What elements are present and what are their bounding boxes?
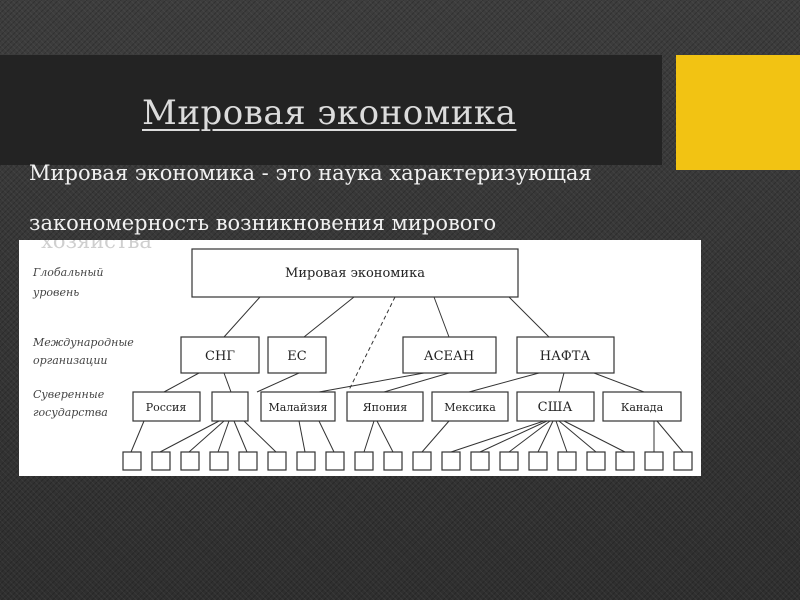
body-line-3-clipped: хозяйства <box>41 240 152 253</box>
leaf-edges <box>130 420 684 453</box>
leaf-square <box>557 451 577 471</box>
level-label-global-2: уровень <box>32 286 79 299</box>
edge-cis-blank <box>223 372 232 393</box>
leaf-square <box>325 451 345 471</box>
org-label-eu: ЕС <box>287 349 306 364</box>
leaf-square <box>122 451 142 471</box>
leaf-square <box>151 451 171 471</box>
leaf-squares <box>122 451 693 471</box>
country-box-usa <box>516 391 595 422</box>
slide-title: Мировая экономика <box>142 93 517 133</box>
country-box-canada <box>602 391 682 422</box>
edge-asean-malaysia <box>318 372 425 393</box>
org-box-cis <box>180 336 260 374</box>
leaf-square <box>528 451 548 471</box>
edge-root-nafta <box>508 296 550 338</box>
org-box-eu <box>267 336 327 374</box>
edge-nafta-canada <box>593 372 645 393</box>
body-line-1: Мировая экономика - это наука характериз… <box>29 161 592 185</box>
country-box-mexico <box>431 391 509 422</box>
leaf-square <box>296 451 316 471</box>
edge-cis-russia <box>163 372 200 393</box>
org-box-nafta <box>516 336 615 374</box>
org-label-asean: АСЕАН <box>424 349 474 364</box>
country-label-japan: Япония <box>363 401 408 414</box>
level-label-sovereign-2: государства <box>33 406 108 419</box>
leaf-square <box>441 451 461 471</box>
country-label-mexico: Мексика <box>444 401 496 414</box>
leaf-square <box>180 451 200 471</box>
leaf-square <box>673 451 693 471</box>
leaf-square <box>644 451 664 471</box>
leaf-square <box>354 451 374 471</box>
diagram-svg: хозяйства Глобальный уровень Международн… <box>32 240 693 471</box>
hierarchy-diagram: хозяйства Глобальный уровень Международн… <box>19 240 701 476</box>
edge-root-cis <box>223 296 261 338</box>
leaf-square <box>267 451 287 471</box>
leaf-square <box>615 451 635 471</box>
country-box-malaysia <box>260 391 336 422</box>
edge-nafta-mexico <box>468 372 540 393</box>
root-box <box>191 248 519 298</box>
edge-root-eu <box>303 296 355 338</box>
country-label-russia: Россия <box>146 401 187 414</box>
country-box-japan <box>346 391 424 422</box>
country-label-malaysia: Малайзия <box>269 401 328 414</box>
country-label-canada: Канада <box>621 401 664 414</box>
leaf-square <box>499 451 519 471</box>
org-label-cis: СНГ <box>205 349 235 364</box>
country-box-russia <box>132 391 201 422</box>
level-label-intl-2: организации <box>33 354 108 367</box>
accent-block <box>676 55 800 170</box>
leaf-square <box>383 451 403 471</box>
leaf-square <box>470 451 490 471</box>
edge-nafta-usa <box>558 372 565 393</box>
leaf-square <box>412 451 432 471</box>
edge-root-asean <box>433 296 450 338</box>
edge-root-malaysia-dashed <box>348 296 396 391</box>
title-band <box>0 55 662 165</box>
edge-asean-japan <box>383 372 450 393</box>
leaf-square <box>238 451 258 471</box>
body-line-2: закономерность возникновения мирового <box>29 211 497 235</box>
root-label: Мировая экономика <box>285 266 425 281</box>
level-label-global-1: Глобальный <box>32 266 103 279</box>
leaf-square <box>586 451 606 471</box>
slide-body: Мировая экономика - это наука характериз… <box>29 148 789 248</box>
edge-eu-blank <box>256 372 300 393</box>
leaf-square <box>209 451 229 471</box>
level-label-sovereign-1: Суверенные <box>33 388 105 401</box>
org-label-nafta: НАФТА <box>540 349 591 364</box>
country-label-usa: США <box>538 400 573 415</box>
level-label-intl-1: Международные <box>32 336 134 349</box>
country-box-unnamed <box>211 391 249 422</box>
org-box-asean <box>402 336 497 374</box>
